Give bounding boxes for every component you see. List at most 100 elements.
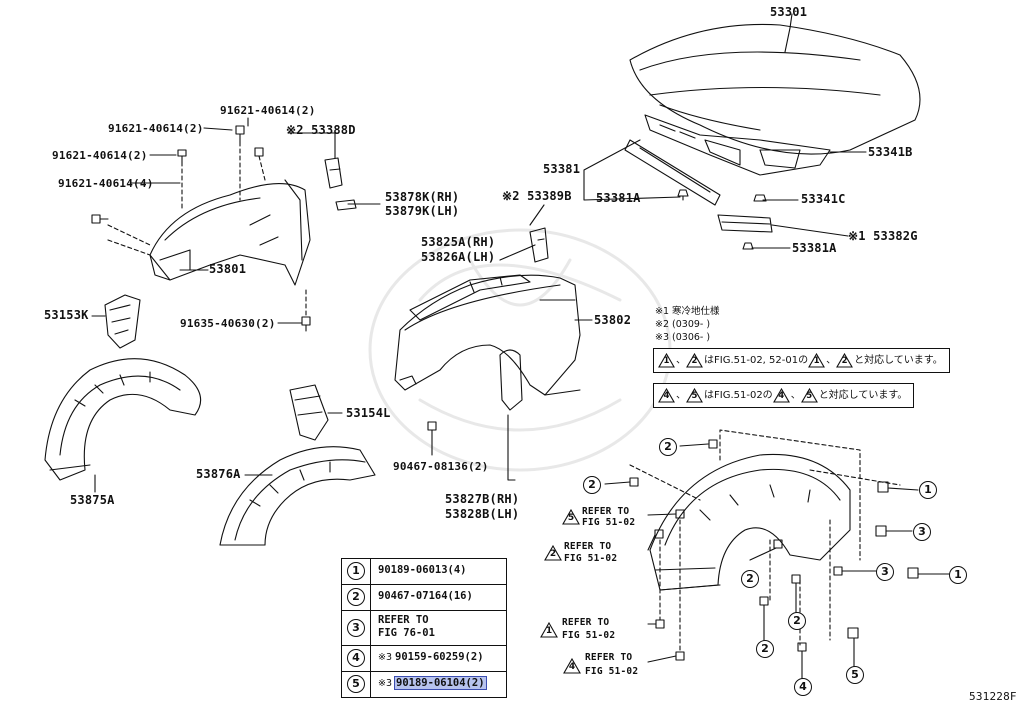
front-fender [394, 274, 581, 396]
ref-4-line2: FIG 51-02 [585, 666, 639, 677]
legend-row-1: 1 90189-06013(4) [342, 559, 506, 584]
callout-bolt-left2: 91621-40614(2) [52, 149, 148, 162]
callout-53381: 53381 [543, 162, 581, 176]
legend-part-1: 90189-06013(4) [378, 564, 467, 576]
callout-53341b: 53341B [868, 145, 913, 159]
marker-3a: 3 [913, 523, 931, 541]
legend-marker-2: 2 [347, 588, 365, 606]
callout-bolt-left3: 91621-40614(4) [58, 177, 154, 190]
note-1: ※1 寒冷地仕様 [655, 306, 720, 317]
seal-53827b [499, 349, 523, 411]
hood-panel [629, 23, 921, 155]
triangle-marker-4: 4 [658, 387, 675, 403]
legend-part-3-line2: FIG 76-01 [378, 627, 435, 639]
marker-2c: 2 [741, 570, 759, 588]
liner-53876a [219, 446, 376, 546]
callout-53388d: ※2 53388D [286, 123, 356, 137]
callout-53878k: 53878K(RH) [385, 190, 460, 204]
hood-inner-frame [644, 114, 831, 176]
diagram-id: 531228F [969, 690, 1017, 703]
callout-53828b: 53828B(LH) [445, 507, 520, 521]
legend-part-3-line1: REFER TO [378, 614, 429, 626]
callout-53876a: 53876A [196, 467, 241, 481]
clip-90467-08136 [427, 421, 437, 431]
legend-marker-1: 1 [347, 562, 365, 580]
legend-part-2: 90467-07164(16) [378, 590, 473, 602]
ref-3-line1: REFER TO [562, 617, 610, 628]
legend-marker-3: 3 [347, 619, 365, 637]
callout-bolt-left1: 91621-40614(2) [108, 122, 204, 135]
triangle-marker-5: 5 [686, 387, 703, 403]
marker-5: 5 [846, 666, 864, 684]
seal-53389b [529, 227, 549, 263]
clip-53381a [677, 189, 689, 201]
legend-marker-4: 4 [347, 649, 365, 667]
callout-53154l: 53154L [346, 406, 391, 420]
ref-triangle-5: 5 [562, 509, 580, 525]
callout-90467-08136: 90467-08136(2) [393, 460, 489, 473]
triangle-marker-4b: 4 [772, 387, 790, 403]
seal-53153k [104, 294, 141, 349]
callout-53827b: 53827B(RH) [445, 492, 520, 506]
legend-part-4: 90159-60259(2) [395, 651, 484, 663]
legend-prefix-5: ※3 [378, 678, 393, 689]
callout-53826a: 53826A(LH) [421, 250, 496, 264]
cushion-53341c [753, 194, 767, 202]
ref-2-line2: FIG 51-02 [564, 553, 618, 564]
triangle-marker-1: 1 [658, 352, 675, 368]
bracket-53878k [335, 199, 357, 211]
ref-triangle-2: 2 [544, 545, 562, 561]
bolts-apron [91, 125, 311, 332]
marker-2e: 2 [756, 640, 774, 658]
triangle-marker-2: 2 [686, 352, 703, 368]
legend-marker-5: 5 [347, 675, 365, 693]
callout-53389b: ※2 53389B [502, 189, 572, 203]
marker-2a: 2 [659, 438, 677, 456]
marker-1a: 1 [919, 481, 937, 499]
marker-2d: 2 [788, 612, 806, 630]
pad-53382g [717, 214, 773, 233]
marker-4: 4 [794, 678, 812, 696]
callout-53801: 53801 [209, 262, 247, 276]
callout-53153k: 53153K [44, 308, 89, 322]
triangle-marker-1b: 1 [808, 352, 826, 368]
note-3: ※3 (0306- ) [655, 332, 711, 343]
callout-53341c: 53341C [801, 192, 846, 206]
callout-53381a-lower: 53381A [792, 241, 837, 255]
legend-part-5-highlighted[interactable]: 90189-06104(2) [394, 676, 487, 690]
triangle-marker-2b: 2 [836, 352, 854, 368]
marker-3b: 3 [876, 563, 894, 581]
ref-triangle-1: 1 [540, 622, 558, 638]
note-2: ※2 (0309- ) [655, 319, 711, 330]
callout-bolt-bottom: 91635-40630(2) [180, 317, 276, 330]
legend-prefix-4: ※3 [378, 652, 393, 663]
seal-53154l [289, 384, 329, 441]
callout-53825a: 53825A(RH) [421, 235, 496, 249]
callout-53381a: 53381A [596, 191, 641, 205]
liner-exploded-view [649, 453, 851, 591]
bracket-53388d [324, 157, 343, 189]
callout-53382g: ※1 53382G [848, 229, 918, 243]
marker-1b: 1 [949, 566, 967, 584]
ref-2-line1: REFER TO [564, 541, 612, 552]
callout-53875a: 53875A [70, 493, 115, 507]
marker-2b: 2 [583, 476, 601, 494]
ref-1-line2: FIG 51-02 [582, 517, 636, 528]
clips-exploded [629, 439, 919, 661]
fender-apron [149, 179, 311, 286]
callout-53301: 53301 [770, 5, 808, 19]
fender-upper-panel [409, 274, 531, 321]
ref-3-line2: FIG 51-02 [562, 630, 616, 641]
callout-53802: 53802 [594, 313, 632, 327]
clip-53381a-lower [742, 242, 754, 250]
callout-53879k: 53879K(LH) [385, 204, 460, 218]
liner-53875a [44, 358, 202, 481]
ref-1-line1: REFER TO [582, 506, 630, 517]
ref-4-line1: REFER TO [585, 652, 633, 663]
